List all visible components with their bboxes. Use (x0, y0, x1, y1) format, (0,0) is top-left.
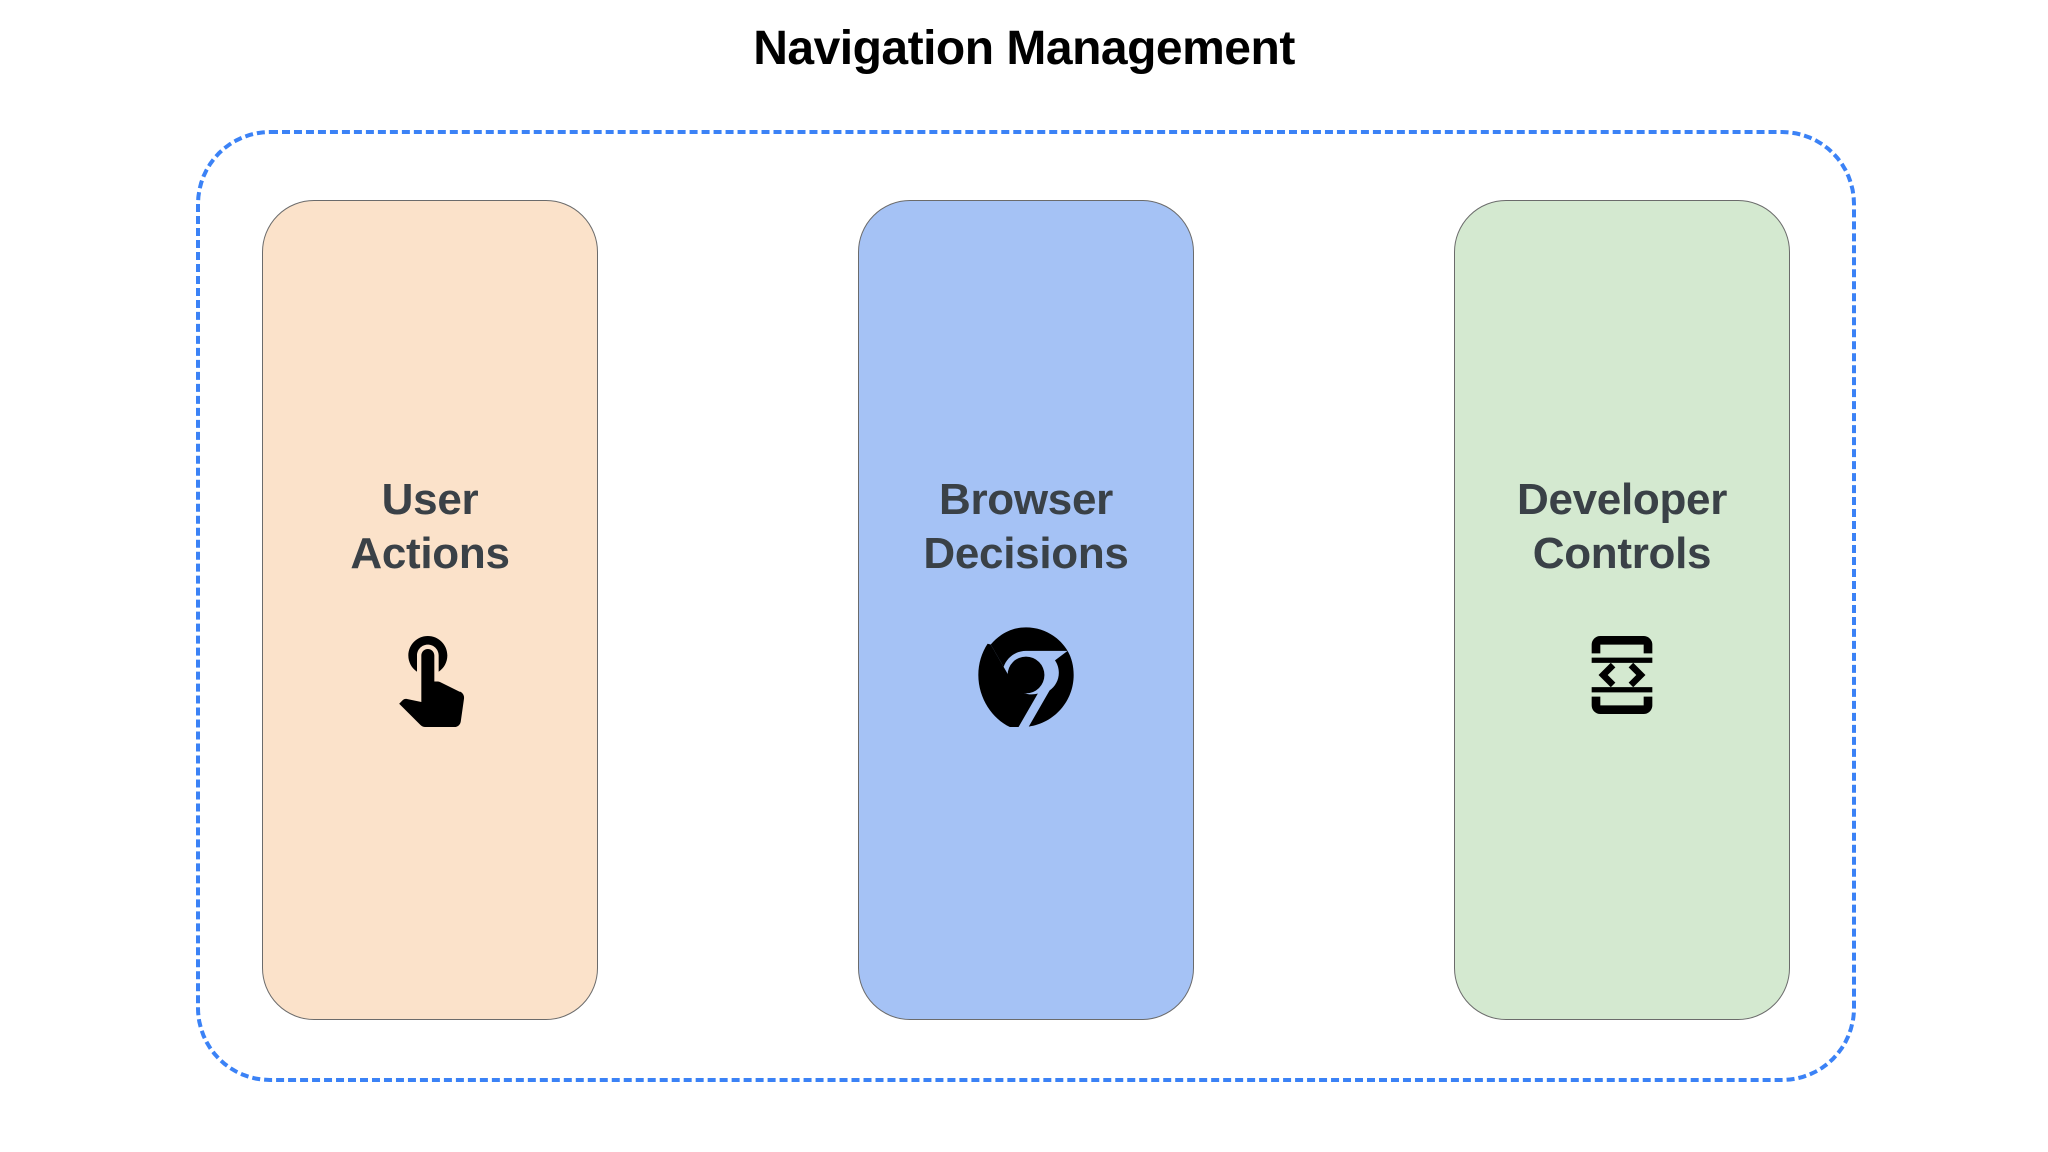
card-label-browser-decisions: Browser Decisions (923, 475, 1129, 578)
cards-row: User Actions Browser Decisions (196, 200, 1856, 1020)
card-content: Browser Decisions (859, 201, 1193, 1019)
card-content: Developer Controls (1455, 201, 1789, 1019)
card-developer-controls[interactable]: Developer Controls (1454, 200, 1790, 1020)
page-title: Navigation Management (753, 22, 1295, 75)
card-label-user-actions: User Actions (350, 475, 510, 578)
card-content: User Actions (263, 201, 597, 1019)
developer-mode-icon (1570, 623, 1674, 727)
card-user-actions[interactable]: User Actions (262, 200, 598, 1020)
touch-app-icon (378, 623, 482, 727)
navigation-management-group-container (196, 130, 1856, 1082)
card-browser-decisions[interactable]: Browser Decisions (858, 200, 1194, 1020)
card-label-developer-controls: Developer Controls (1516, 475, 1728, 578)
chrome-logo-icon (974, 623, 1078, 727)
